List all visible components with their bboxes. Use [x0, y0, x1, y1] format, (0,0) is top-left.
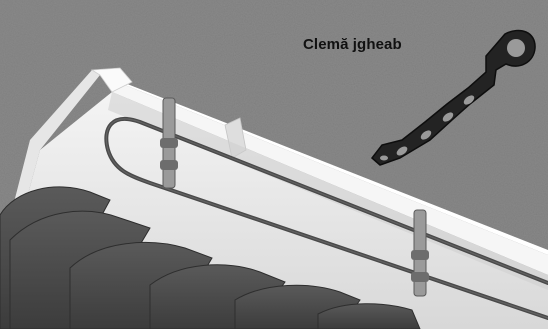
product-caption: Clemă jgheab — [303, 36, 402, 53]
clip-left — [160, 98, 178, 188]
clip-right — [411, 210, 429, 296]
